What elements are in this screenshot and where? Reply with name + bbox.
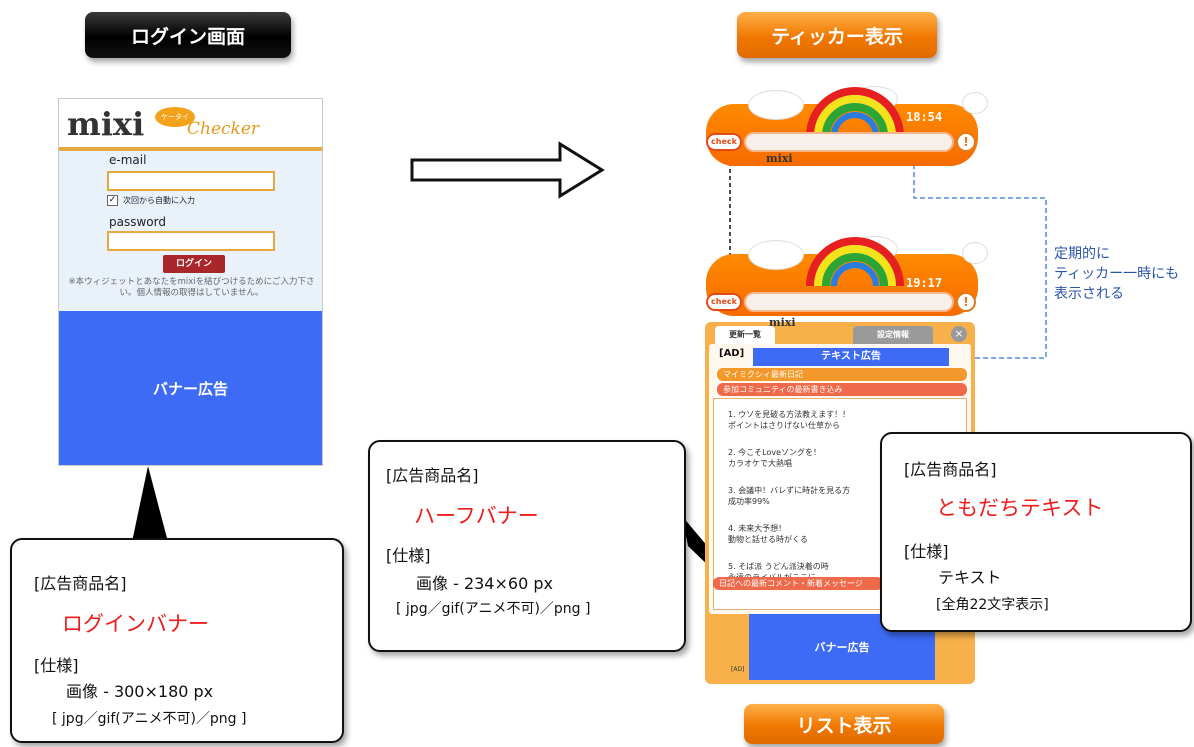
- cloud-icon: [748, 240, 804, 270]
- half-callout-heading: [広告商品名]: [386, 466, 479, 485]
- login-button[interactable]: ログイン: [163, 255, 225, 273]
- half-callout-spec: 画像 - 234×60 px: [416, 574, 553, 593]
- title-ticker-view: ティッカー表示: [737, 12, 937, 58]
- periodic-dashed-connector: [913, 148, 1047, 359]
- ticker-top-check-button[interactable]: check: [706, 133, 742, 151]
- text-callout-spec-heading: [仕様]: [904, 542, 949, 561]
- cloud-icon: [962, 92, 988, 114]
- half-callout-spec-heading: [仕様]: [386, 546, 431, 565]
- email-field[interactable]: [107, 171, 275, 191]
- login-callout-product: ログインバナー: [62, 612, 209, 636]
- login-callout-formats: [ jpg／gif(アニメ不可)／png ]: [52, 711, 247, 727]
- text-callout-formats: [全角22文字表示]: [936, 597, 1049, 613]
- title-ticker-view-label: ティッカー表示: [771, 25, 903, 48]
- ad-footer-tag: [AD]: [731, 666, 745, 673]
- right-arrow-icon: [410, 141, 605, 199]
- ticker-top-info-button[interactable]: !: [956, 132, 976, 152]
- text-ad-slot[interactable]: テキスト広告: [753, 348, 949, 366]
- half-banner-callout: [広告商品名] ハーフバナー [仕様] 画像 - 234×60 px [ jpg…: [368, 440, 686, 652]
- stripe-comments[interactable]: 日記への最新コメント・新着メッセージ: [713, 577, 883, 590]
- checker-logo: Checker: [187, 119, 260, 139]
- periodic-note-line: 定期的に: [1054, 246, 1110, 262]
- auto-login-label: 次回から自動に入力: [123, 196, 195, 205]
- text-callout-spec: テキスト: [938, 568, 1002, 587]
- text-callout-product: ともだちテキスト: [936, 496, 1104, 520]
- half-banner-label: バナー広告: [814, 641, 870, 654]
- password-label: password: [109, 215, 166, 229]
- stripe-community[interactable]: 参加コミュニティの最新書き込み: [717, 383, 967, 396]
- login-callout-pointer: [132, 466, 168, 542]
- login-header: mixi ケータイ Checker: [59, 99, 322, 151]
- ticker-bottom-bar[interactable]: [744, 292, 954, 312]
- title-list-view-label: リスト表示: [796, 714, 892, 737]
- login-callout-heading: [広告商品名]: [34, 574, 127, 593]
- title-list-view: リスト表示: [744, 704, 944, 744]
- title-login-screen-label: ログイン画面: [130, 25, 245, 48]
- half-callout-product: ハーフバナー: [414, 504, 539, 528]
- login-callout-spec-heading: [仕様]: [34, 656, 79, 675]
- text-ad-tag: [AD]: [719, 348, 745, 359]
- auto-login-checkbox[interactable]: ✓: [107, 195, 118, 206]
- periodic-note-line: 表示される: [1054, 286, 1124, 302]
- login-widget: mixi ケータイ Checker e-mail ✓ 次回から自動に入力 pas…: [58, 98, 323, 466]
- text-callout-heading: [広告商品名]: [904, 460, 997, 479]
- ticker-top: 18:54 check ! mixi: [700, 86, 1000, 181]
- login-note: ※本ウィジェットとあなたをmixiを結びつけるためにご入力下さい。個人情報の取得…: [68, 277, 315, 298]
- tab-updates[interactable]: 更新一覧: [715, 326, 775, 344]
- login-callout-spec: 画像 - 300×180 px: [66, 682, 214, 701]
- list-item[interactable]: 1. ウソを見破る方法教えます！！ポイントはさりげない仕草から: [728, 410, 851, 430]
- tab-settings[interactable]: 設定情報: [853, 326, 933, 344]
- title-login-screen: ログイン画面: [85, 12, 291, 58]
- list-item[interactable]: 2. 今こそLoveソングを！カラオケで大熱唱: [728, 448, 822, 468]
- ticker-bottom: 19:17 check !: [700, 236, 1000, 331]
- login-banner-callout: [広告商品名] ログインバナー [仕様] 画像 - 300×180 px [ j…: [10, 538, 344, 743]
- ticker-top-clock: 18:54: [906, 110, 943, 124]
- password-field[interactable]: [107, 231, 275, 251]
- keitai-bubble-logo: ケータイ: [155, 107, 195, 127]
- ticker-top-bar[interactable]: [744, 132, 954, 152]
- stripe-mymixi-diary[interactable]: マイミクシィ最新日記: [717, 368, 967, 381]
- ticker-top-mixi-logo: mixi: [766, 152, 793, 165]
- cloud-icon: [748, 90, 804, 120]
- mixi-logo: mixi: [67, 105, 145, 143]
- ticker-bottom-check-button[interactable]: check: [706, 293, 742, 311]
- login-banner-ad[interactable]: バナー広告: [59, 311, 322, 465]
- periodic-note-line: ティッカー一時にも: [1054, 266, 1180, 282]
- login-banner-label: バナー広告: [152, 379, 228, 398]
- half-callout-formats: [ jpg／gif(アニメ不可)／png ]: [396, 601, 591, 617]
- cloud-icon: [962, 242, 988, 264]
- rainbow-icon: [806, 87, 904, 137]
- list-item[interactable]: 3. 会議中！バレずに時計を見る方成功率99%: [728, 486, 851, 506]
- close-icon[interactable]: ×: [951, 326, 967, 342]
- list-item[interactable]: 4. 未来大予想！動物と話せる時がくる: [728, 524, 808, 544]
- ticker-bottom-info-button[interactable]: !: [956, 292, 976, 312]
- ticker-bottom-clock: 19:17: [906, 276, 943, 290]
- periodic-note: 定期的に ティッカー一時にも 表示される: [1054, 244, 1179, 304]
- list-mixi-logo: mixi: [769, 316, 796, 329]
- email-label: e-mail: [109, 153, 147, 167]
- rainbow-icon: [806, 237, 904, 287]
- text-ad-callout: [広告商品名] ともだちテキスト [仕様] テキスト [全角22文字表示]: [880, 432, 1192, 632]
